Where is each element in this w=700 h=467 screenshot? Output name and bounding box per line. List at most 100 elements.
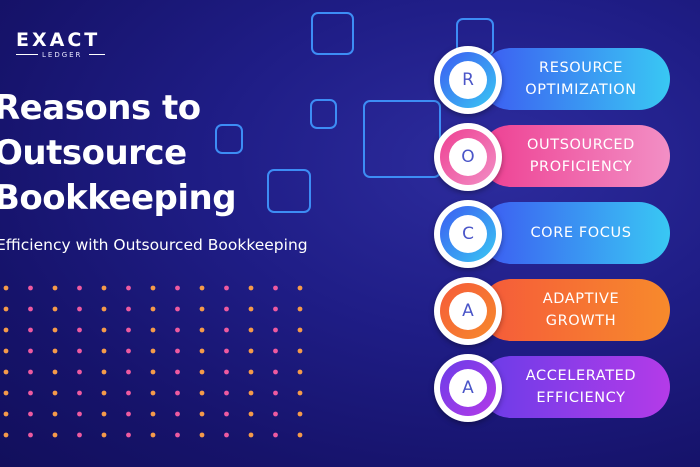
- decor-dot: [199, 327, 205, 333]
- decor-dot: [28, 348, 33, 354]
- decor-dot: [297, 390, 303, 396]
- decor-dot: [52, 348, 58, 354]
- decor-dot: [77, 348, 82, 354]
- decor-dot: [297, 285, 303, 291]
- decor-dot: [3, 432, 9, 438]
- decor-dot: [150, 390, 156, 396]
- decor-dot: [126, 327, 131, 333]
- decor-dot: [52, 369, 58, 375]
- decor-dot: [175, 369, 180, 375]
- decor-dot: [175, 327, 180, 333]
- decor-dot: [248, 285, 254, 291]
- subtitle: Efficiency with Outsourced Bookkeeping: [0, 236, 308, 254]
- decor-square: [267, 169, 311, 213]
- item-letter: R: [449, 61, 487, 99]
- decor-dot: [224, 306, 229, 312]
- decor-dot: [52, 432, 58, 438]
- item-letter: O: [449, 138, 487, 176]
- decor-dot: [199, 411, 205, 417]
- decor-dot: [248, 306, 254, 312]
- decor-dot: [199, 348, 205, 354]
- logo-name: EXACT: [16, 29, 101, 51]
- decor-dot: [297, 327, 303, 333]
- decor-dot: [150, 327, 156, 333]
- decor-dot: [175, 390, 180, 396]
- decor-dot: [28, 411, 33, 417]
- decor-dot: [273, 411, 278, 417]
- decor-dot: [199, 369, 205, 375]
- item-letter-badge: C: [434, 200, 502, 268]
- decor-dot: [273, 327, 278, 333]
- decor-dot: [101, 327, 107, 333]
- logo-rule-left: [16, 54, 38, 55]
- decor-dot: [126, 390, 131, 396]
- decor-dot: [297, 348, 303, 354]
- decor-dot: [248, 411, 254, 417]
- decor-dot: [297, 411, 303, 417]
- decor-dot: [28, 306, 33, 312]
- decor-dot: [28, 369, 33, 375]
- decor-dot: [248, 348, 254, 354]
- decor-dot: [3, 306, 9, 312]
- decor-dot: [77, 285, 82, 291]
- item-letter: A: [449, 292, 487, 330]
- decor-dot: [273, 306, 278, 312]
- decor-dot: [224, 369, 229, 375]
- decor-dot: [101, 411, 107, 417]
- item-label: CORE FOCUS: [530, 225, 632, 241]
- decor-dot: [175, 348, 180, 354]
- decor-dot: [224, 348, 229, 354]
- decor-dot: [224, 390, 229, 396]
- decor-dot: [3, 369, 9, 375]
- logo-rule-right: [89, 54, 105, 55]
- decor-dot: [52, 390, 58, 396]
- decor-dot: [224, 432, 229, 438]
- decor-dot: [3, 285, 9, 291]
- decor-dot: [101, 432, 107, 438]
- decor-dot: [52, 285, 58, 291]
- decor-dot: [297, 432, 303, 438]
- decor-dot: [175, 432, 180, 438]
- decor-dot: [101, 369, 107, 375]
- decor-dot: [52, 411, 58, 417]
- decor-dot: [101, 348, 107, 354]
- decor-dot: [3, 411, 9, 417]
- decor-dot: [126, 411, 131, 417]
- decor-dot: [28, 327, 33, 333]
- decor-square: [310, 99, 337, 129]
- decor-dot: [150, 432, 156, 438]
- decor-dot: [248, 390, 254, 396]
- decor-dot: [273, 348, 278, 354]
- decor-dot: [126, 348, 131, 354]
- decor-dot: [175, 306, 180, 312]
- decor-dot: [77, 306, 82, 312]
- item-letter-badge: O: [434, 123, 502, 191]
- decor-dot: [150, 306, 156, 312]
- decor-dot: [3, 390, 9, 396]
- decor-dot: [224, 327, 229, 333]
- decor-dot: [199, 285, 205, 291]
- decor-dot: [297, 306, 303, 312]
- decor-dot: [273, 285, 278, 291]
- decor-dot: [150, 411, 156, 417]
- decor-dot: [273, 432, 278, 438]
- decor-dot: [52, 306, 58, 312]
- decor-dot: [77, 411, 82, 417]
- decor-dot: [77, 327, 82, 333]
- item-letter-badge: A: [434, 277, 502, 345]
- decor-dot: [28, 432, 33, 438]
- decor-dot: [199, 390, 205, 396]
- decor-dot: [248, 369, 254, 375]
- decor-dot: [101, 390, 107, 396]
- decor-dot: [126, 369, 131, 375]
- decor-dot: [126, 306, 131, 312]
- logo-tagline: LEDGER: [42, 51, 83, 59]
- decor-dot: [28, 390, 33, 396]
